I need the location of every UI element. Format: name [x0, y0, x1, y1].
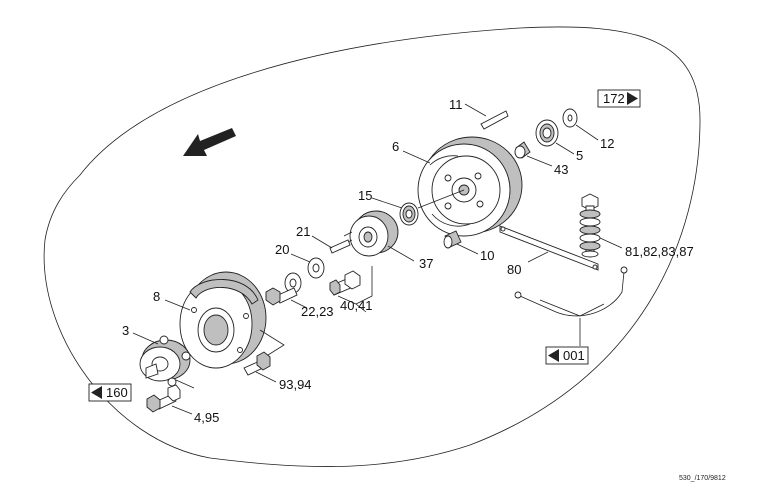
label-part-80: 80: [507, 262, 521, 277]
arrow-left-icon: [91, 386, 102, 399]
svg-text:172: 172: [603, 91, 625, 106]
part-washer-20: [307, 257, 325, 279]
arrow-left-icon: [548, 349, 559, 362]
page-ref-160[interactable]: 160: [88, 383, 132, 402]
part-bearing-5: [535, 119, 559, 147]
direction-arrow-icon: [183, 128, 236, 156]
label-part-4-95: 4,95: [194, 410, 219, 425]
label-part-10: 10: [480, 248, 494, 263]
part-key-21: [329, 239, 351, 254]
label-part-40-41: 40,41: [340, 298, 373, 313]
label-part-6: 6: [392, 139, 399, 154]
boundary-outline: [43, 26, 701, 467]
label-part-8: 8: [153, 289, 160, 304]
part-hub-37: [343, 210, 399, 257]
svg-text:001: 001: [563, 348, 585, 363]
part-bearing-15: [399, 202, 419, 226]
label-part-5: 5: [576, 148, 583, 163]
figure-code: 530_/170/9812: [679, 475, 726, 482]
label-part-22-23: 22,23: [301, 304, 334, 319]
svg-text:160: 160: [106, 385, 128, 400]
part-brake-cable: [514, 266, 628, 317]
page-ref-172[interactable]: 172: [597, 89, 641, 108]
part-bolt-4-95: [146, 384, 181, 413]
part-spring-stack-81-87: [579, 193, 601, 258]
page-ref-001[interactable]: 001: [545, 346, 589, 365]
part-actuator-3: [139, 335, 191, 387]
label-part-93-94: 93,94: [279, 377, 312, 392]
label-part-21: 21: [296, 224, 310, 239]
part-pin-11: [480, 110, 509, 130]
label-part-11: 11: [449, 97, 463, 112]
part-bushing-10: [443, 230, 462, 249]
label-part-43: 43: [554, 162, 568, 177]
part-bolt-22-23: [265, 272, 302, 306]
part-washer-12: [562, 108, 578, 128]
part-bolt-93-94: [243, 351, 271, 376]
arrow-right-icon: [627, 92, 638, 105]
label-part-12: 12: [600, 136, 614, 151]
part-lever-80: [499, 225, 599, 271]
label-part-3: 3: [122, 323, 129, 338]
label-part-81-87: 81,82,83,87: [625, 244, 694, 259]
label-part-20: 20: [275, 242, 289, 257]
part-housing-8: [179, 271, 267, 369]
part-brake-drum-6: [417, 136, 523, 237]
part-spacer-43: [514, 141, 531, 159]
label-part-15: 15: [358, 188, 372, 203]
label-part-37: 37: [419, 256, 433, 271]
part-bolt-40-41: [329, 270, 361, 296]
